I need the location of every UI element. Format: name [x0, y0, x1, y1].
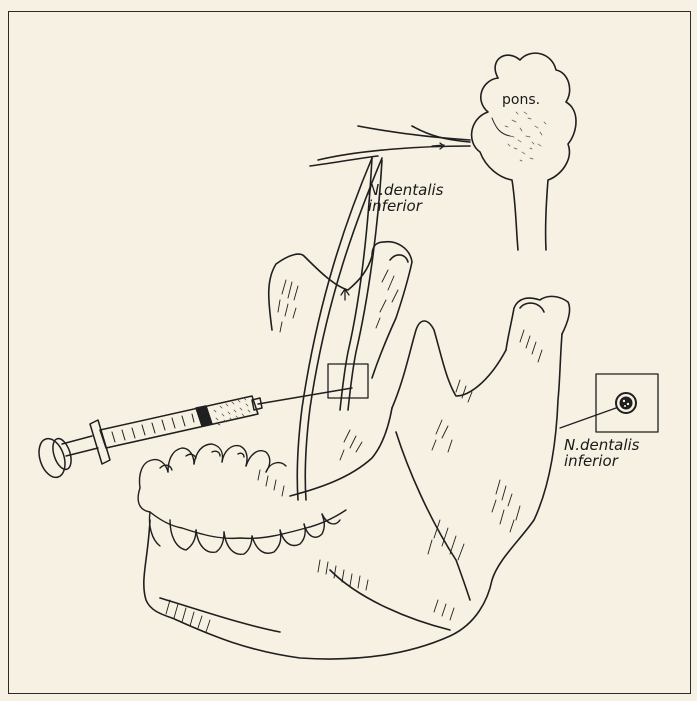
pons-outline: [472, 53, 576, 250]
inset-nerve-crosssection: [560, 374, 658, 432]
lower-teeth: [138, 444, 346, 554]
nerve-label-inset-line2: inferior: [564, 453, 639, 469]
nerve-label-main-line2: inferior: [368, 198, 443, 214]
nerve-label-main-line1: N.dentalis: [368, 182, 443, 198]
nerve-label-main: N.dentalis inferior: [368, 182, 443, 214]
pons-label: pons.: [502, 92, 540, 108]
nerve-trunk: [310, 126, 470, 166]
injection-site-box: [328, 364, 368, 398]
nerve-label-inset: N.dentalis inferior: [564, 437, 639, 469]
nerve-label-inset-line1: N.dentalis: [564, 437, 639, 453]
syringe: [34, 388, 352, 481]
